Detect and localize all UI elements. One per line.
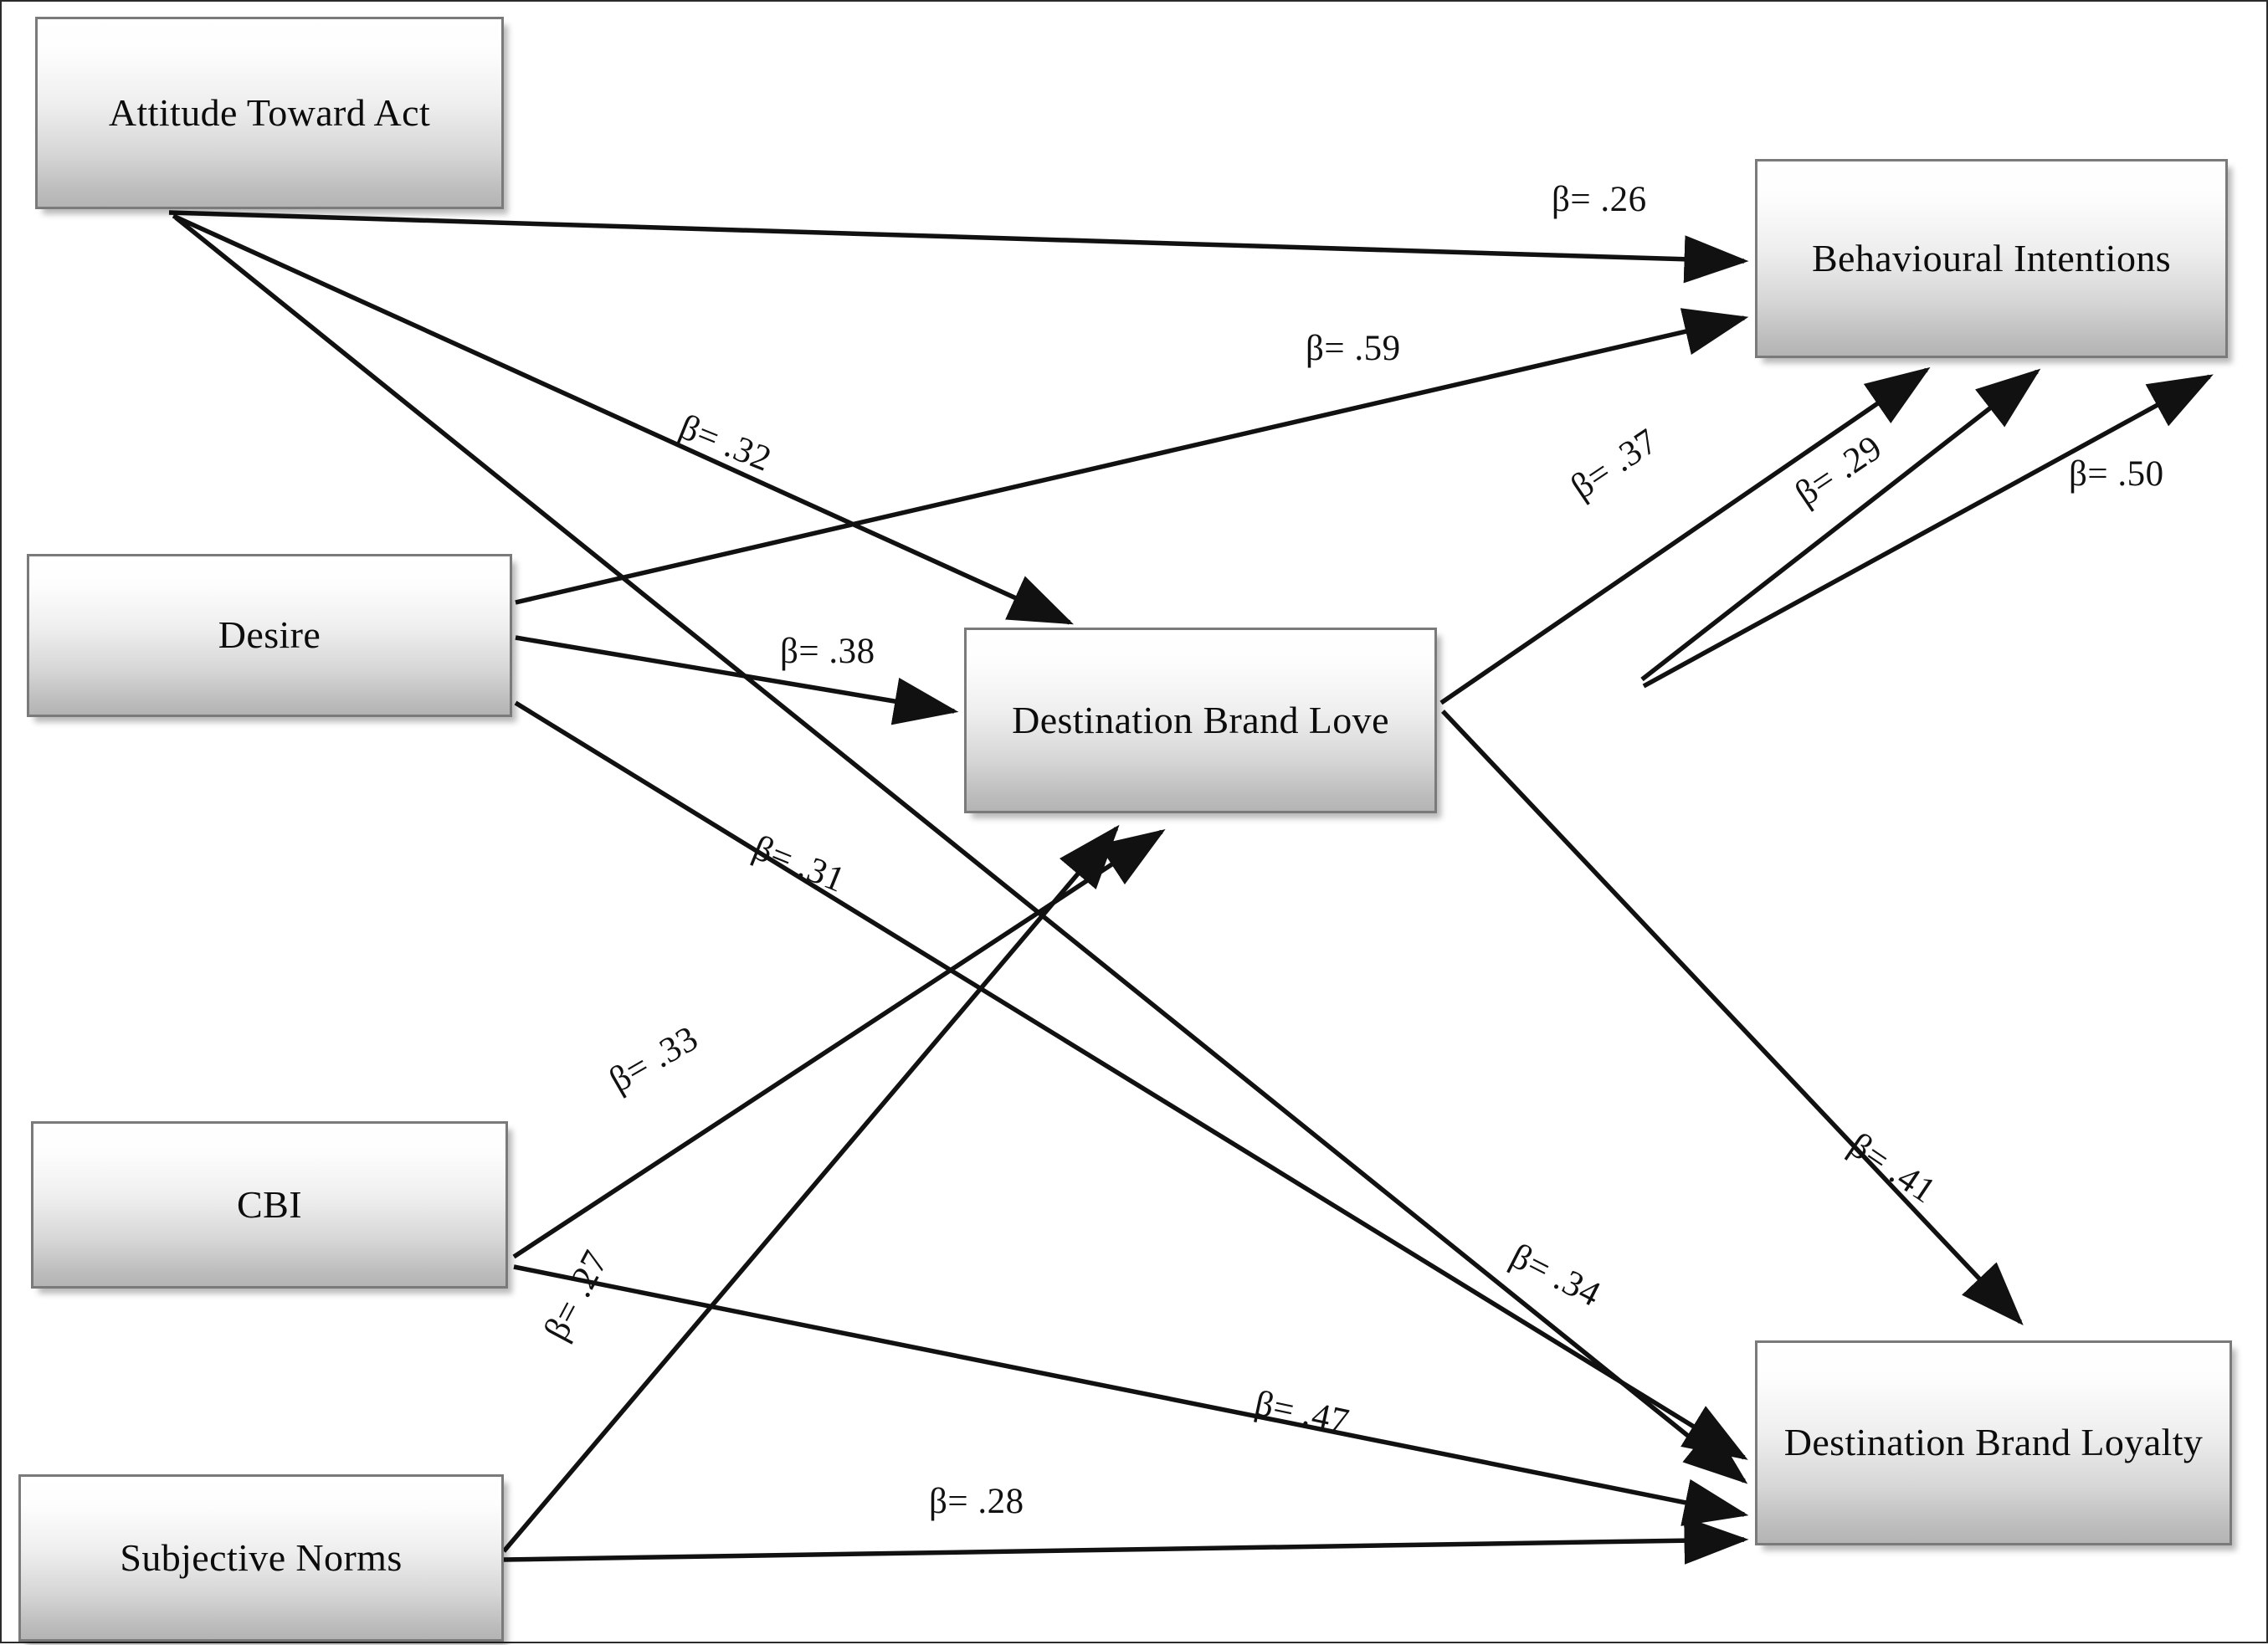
path-cbi-to-loyalty (513, 1264, 1749, 1526)
path-desire-to-loyalty (514, 700, 1748, 1460)
node-label: Behavioural Intentions (1811, 236, 2172, 279)
node-destination-brand-loyalty[interactable]: Destination Brand Loyalty (1755, 1340, 2232, 1545)
node-label: CBI (237, 1182, 302, 1226)
beta-label-norms-love: β= .27 (536, 1244, 617, 1347)
node-label: Destination Brand Loyalty (1783, 1421, 2204, 1464)
beta-label-norms-loyalty: β= .28 (929, 1482, 1024, 1521)
beta-label-love-intentions: β= .37 (1563, 421, 1665, 507)
path-cbi-to-love (512, 828, 1166, 1259)
beta-label-desire-loyalty: β= .31 (747, 828, 851, 900)
beta-label-cbi-loyalty: β= .47 (1251, 1383, 1353, 1443)
node-label: Desire (218, 613, 321, 657)
beta-label-cbi-love: β= .33 (603, 1018, 706, 1100)
path-cbi-to-intentions (1642, 374, 2214, 689)
path-norms-to-loyalty (503, 1516, 1749, 1565)
beta-label-attitude-intentions: β= .26 (1552, 180, 1647, 219)
beta-label-attitude-loyalty: β= .34 (1504, 1236, 1607, 1315)
node-attitude-toward-act[interactable]: Attitude Toward Act (35, 17, 504, 209)
path-desire-to-love (515, 635, 959, 725)
beta-label-desire-intentions: β= .59 (1306, 329, 1401, 368)
path-love-to-intentions (1439, 366, 1931, 705)
node-behavioural-intentions[interactable]: Behavioural Intentions (1755, 159, 2228, 358)
beta-label-loyalty-intentions: β= .29 (1788, 428, 1890, 514)
path-love-to-loyalty (1441, 710, 2024, 1325)
beta-label-cbi-intentions: β= .50 (2069, 454, 2164, 494)
node-label: Destination Brand Love (1012, 698, 1389, 741)
path-attitude-to-intentions (168, 210, 1749, 284)
node-desire[interactable]: Desire (27, 554, 512, 717)
path-loyalty-to-intentions (1640, 368, 2041, 682)
beta-label-desire-love: β= .38 (780, 632, 875, 671)
path-attitude-to-loyalty (174, 215, 1748, 1484)
beta-label-attitude-love: β= .32 (674, 407, 777, 479)
node-destination-brand-love[interactable]: Destination Brand Love (964, 628, 1437, 813)
node-subjective-norms[interactable]: Subjective Norms (18, 1474, 504, 1642)
path-desire-to-intentions (515, 308, 1749, 605)
node-label: Attitude Toward Act (108, 90, 431, 134)
node-label: Subjective Norms (120, 1535, 403, 1579)
node-cbi[interactable]: CBI (31, 1121, 508, 1289)
beta-label-love-loyalty: β= .41 (1841, 1125, 1943, 1212)
path-norms-to-love (501, 824, 1120, 1553)
